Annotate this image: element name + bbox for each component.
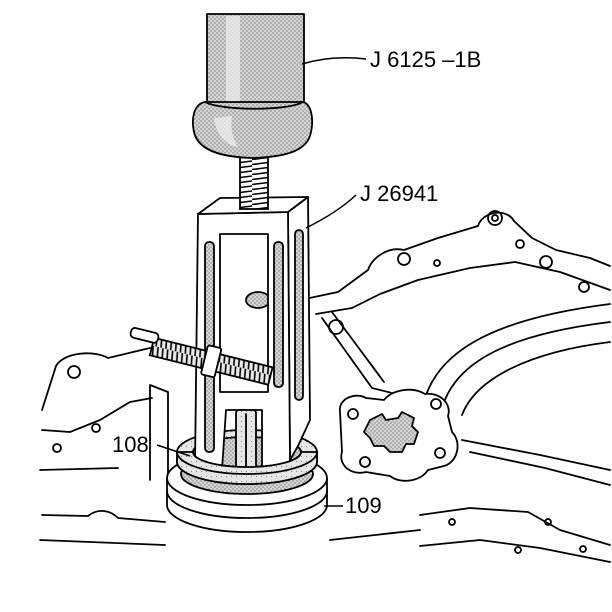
bolt-hole (397, 252, 411, 266)
puller-side-slot (294, 229, 304, 401)
seal-front-lip (176, 451, 318, 485)
seal-ring-band (166, 490, 328, 519)
bolt-hole (67, 365, 81, 379)
case-flange-edge (315, 261, 611, 315)
bolt-hole (448, 518, 456, 526)
bolt-hole (579, 545, 587, 553)
case-left-edge (39, 467, 119, 471)
bolt-hole (514, 546, 522, 554)
bolt-hole (91, 423, 101, 433)
case-lower-right-edge (469, 451, 611, 486)
forcing-screw (129, 327, 274, 386)
callout-seal-ring: 109 (345, 493, 382, 518)
leader-puller (305, 194, 357, 229)
bolt-hole (578, 281, 590, 293)
callout-puller: J 26941 (360, 181, 438, 206)
pump-flange (339, 388, 459, 482)
bolt-hole-inner (491, 214, 499, 222)
case-bore-behind-puller (245, 291, 271, 309)
puller (194, 196, 311, 479)
callout-seal: 108 (112, 432, 149, 457)
case-left-edge (41, 510, 166, 523)
case-left-edge (39, 539, 166, 546)
case-web (321, 317, 421, 401)
bolt-hole (347, 408, 359, 420)
callouts: J 6125 –1B J 26941 108 109 (112, 47, 481, 518)
case-bottom-contour (329, 529, 421, 541)
case-bottom-contour (419, 507, 611, 546)
case-left-wall (149, 384, 169, 485)
bolt-hole (539, 255, 553, 269)
puller-right-leg-slot (273, 241, 284, 388)
case-bore-outer (423, 303, 611, 403)
forcing-screw-nut (200, 344, 223, 378)
case-boss-hole (328, 319, 344, 335)
slide-hammer-threaded-stud (239, 154, 269, 210)
seal-front-edge (176, 451, 318, 475)
slide-hammer-collar (192, 101, 314, 159)
bolt-hole (544, 518, 552, 526)
bolt-hole (359, 456, 371, 468)
bolt-hole (434, 447, 446, 459)
slide-hammer-highlight (226, 16, 240, 104)
slide-hammer-collar-highlight (214, 116, 238, 147)
transmission-case (39, 210, 611, 563)
bolt-hole (430, 398, 442, 410)
bolt-hole (52, 443, 62, 453)
case-bore-inner (461, 341, 611, 416)
case-bottom-contour (419, 539, 611, 563)
leader-seal (156, 444, 191, 457)
callout-slide-hammer: J 6125 –1B (370, 47, 481, 72)
forcing-screw-handle (129, 327, 160, 344)
case-bore-mid (441, 321, 611, 409)
case-left-contour (41, 347, 183, 411)
bolt-hole (487, 210, 503, 226)
bolt-hole (515, 239, 525, 249)
case-web (331, 311, 385, 383)
case-left-contour (41, 397, 153, 433)
slide-hammer-collar-edge (204, 101, 304, 110)
pump-flange-gear-bore (363, 411, 419, 453)
case-lower-right-edge (461, 439, 611, 471)
leader-slide-hammer (301, 57, 367, 65)
bolt-hole (433, 259, 441, 267)
slide-hammer (192, 13, 314, 210)
slide-hammer-weight (206, 13, 305, 107)
case-upper-contour (299, 211, 611, 301)
